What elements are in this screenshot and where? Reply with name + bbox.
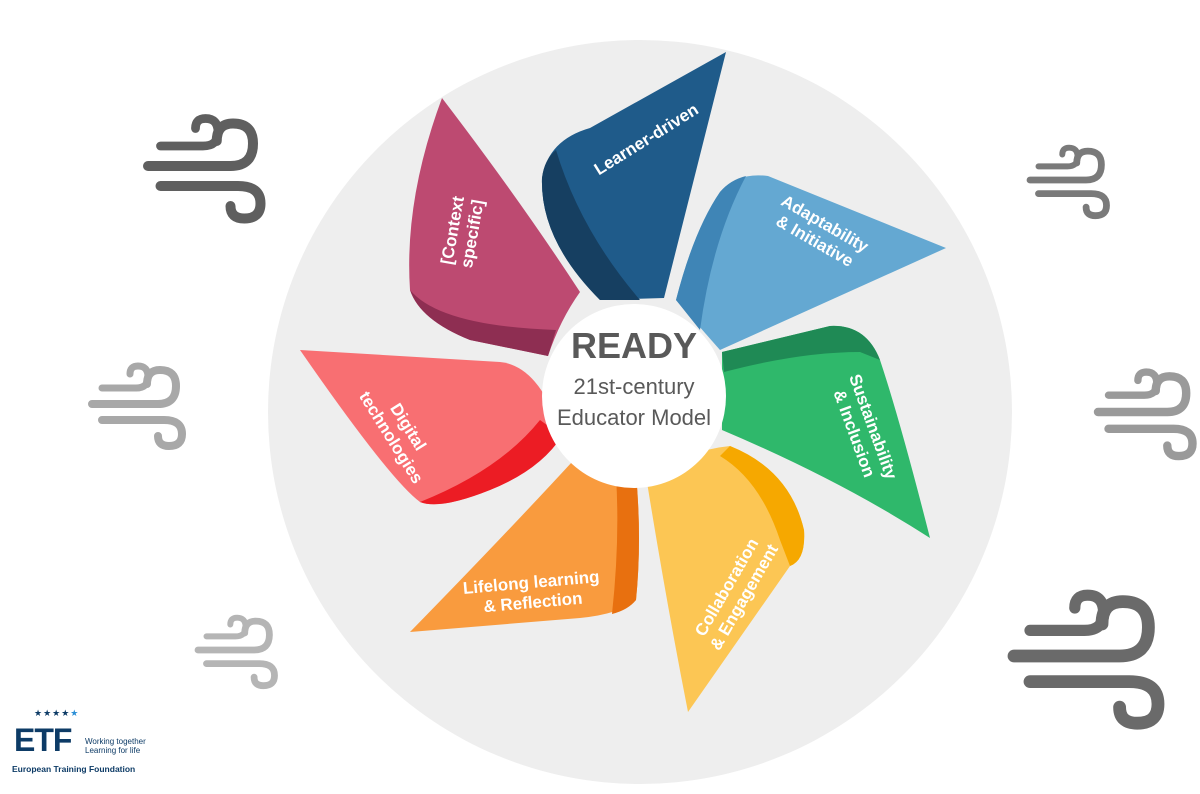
center-circle [542,304,726,488]
petal-lifelong: Lifelong learning& Reflection [410,462,639,632]
logo-mark: ETF [14,722,72,758]
wind-icon [1014,595,1158,723]
wind-icon [1098,372,1193,456]
petal-collab-shade [720,446,805,566]
petal-lifelong-shade [612,474,639,614]
center-title: READY [571,325,697,366]
center-subtitle-line1: 21st-century [573,374,694,399]
petal-adapt-shape [676,175,946,350]
petal-digital: Digitaltechnologies [300,350,562,505]
petal-context: [Contextspecific] [409,98,580,356]
logo-stars: ★★★★★ [34,708,80,718]
logo-org-name: European Training Foundation [12,764,136,774]
petal-learner-shade [541,150,640,300]
wind-icon [198,618,275,686]
logo-tagline: Working together Learning for life [85,737,146,755]
etf-logo: ★★★★★ ETF Working together Learning for … [12,706,162,786]
petal-lifelong-shape [410,462,639,632]
wind-icon [148,119,261,219]
petal-digital-shade [420,420,562,505]
petal-context-shade [410,290,556,356]
petal-collab-shape [646,446,805,712]
wind-icon [1030,148,1107,216]
center-subtitle-line2: Educator Model [557,405,711,430]
wind-icon [92,366,182,446]
petal-adapt-shade [676,176,746,330]
petal-sustain-shade [722,325,880,372]
petal-context-shape [409,98,580,356]
petal-sustain-shape [722,325,930,538]
